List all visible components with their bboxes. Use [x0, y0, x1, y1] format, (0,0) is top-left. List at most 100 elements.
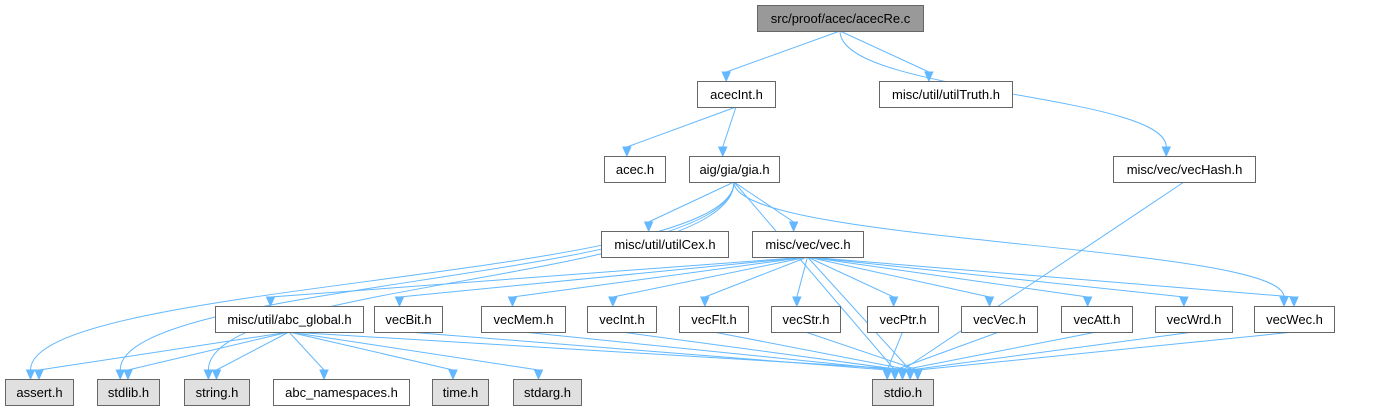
node-box — [757, 5, 924, 32]
node-utilCex[interactable]: misc/util/utilCex.h — [601, 231, 729, 258]
arrowhead-icon — [924, 71, 934, 83]
edge-vec-to-vecAtt — [807, 256, 1093, 308]
node-box — [961, 306, 1038, 333]
node-box — [215, 306, 364, 333]
arrowhead-icon — [717, 146, 728, 158]
arrowhead-icon — [265, 296, 276, 308]
edge-vec-to-vecWrd — [807, 256, 1189, 308]
edge-vec-to-vecWec — [807, 256, 1299, 308]
arrowhead-icon — [905, 369, 915, 381]
edge-abc-global-to-time — [288, 331, 458, 381]
edge-gia-to-vecWec — [733, 181, 1289, 308]
node-box — [604, 156, 666, 183]
edge-vecVec-to-stdio — [890, 331, 1000, 381]
node-box — [689, 156, 780, 183]
nodes: src/proof/acec/acecRe.c acecInt.h misc/uti… — [5, 5, 1335, 406]
node-box — [97, 379, 160, 406]
edge-vec-to-vecMem — [507, 256, 808, 308]
node-abc-namespaces[interactable]: abc_namespaces.h — [273, 379, 410, 406]
node-box — [1061, 306, 1133, 333]
arrowhead-icon — [533, 369, 544, 381]
node-box — [587, 306, 657, 333]
edge-abc-global-to-assert — [34, 331, 290, 381]
node-label: vecMem.h — [494, 312, 554, 327]
node-label: vecInt.h — [599, 312, 645, 327]
node-box — [872, 379, 934, 406]
node-stdio[interactable]: stdio.h — [872, 379, 934, 406]
node-vecVec[interactable]: vecVec.h — [961, 306, 1038, 333]
node-label: misc/vec/vecHash.h — [1127, 162, 1243, 177]
node-box — [273, 379, 410, 406]
edge-gia-to-stdio — [733, 181, 900, 381]
edge-gia-to-stdlib — [115, 181, 735, 381]
edge-acecInt-to-gia — [717, 106, 737, 158]
node-box — [679, 306, 749, 333]
arrowhead-icon — [34, 369, 44, 381]
node-string[interactable]: string.h — [184, 379, 250, 406]
arrowhead-icon — [115, 369, 126, 381]
edge-vec-to-abc-global — [265, 256, 808, 308]
node-root[interactable]: src/proof/acec/acecRe.c — [757, 5, 924, 32]
node-label: vecVec.h — [973, 312, 1026, 327]
edges — [25, 30, 1299, 381]
edge-root-to-acecInt — [721, 30, 841, 83]
node-vecPtr[interactable]: vecPtr.h — [867, 306, 939, 333]
node-gia[interactable]: aig/gia/gia.h — [689, 156, 780, 183]
edge-gia-to-string — [203, 181, 735, 381]
edge-abc-global-to-stdlib — [123, 331, 290, 381]
node-label: abc_namespaces.h — [285, 385, 398, 400]
arrowhead-icon — [788, 221, 799, 233]
node-vecWec[interactable]: vecWec.h — [1254, 306, 1335, 333]
node-label: vecWec.h — [1266, 312, 1323, 327]
arrowhead-icon — [882, 369, 893, 381]
arrowhead-icon — [203, 369, 214, 381]
node-vec[interactable]: misc/vec/vec.h — [752, 231, 864, 258]
arrowhead-icon — [1161, 146, 1172, 158]
node-vecBit[interactable]: vecBit.h — [374, 306, 443, 333]
node-box — [752, 231, 864, 258]
edge-vec-to-vecBit — [394, 256, 808, 308]
node-utilTruth[interactable]: misc/util/utilTruth.h — [879, 81, 1013, 108]
arrowhead-icon — [507, 296, 518, 308]
node-time[interactable]: time.h — [432, 379, 489, 406]
edge-vecPtr-to-stdio — [882, 331, 903, 381]
edge-vec-to-vecInt — [608, 256, 808, 308]
arrowhead-icon — [888, 296, 899, 308]
arrowhead-icon — [700, 296, 710, 308]
node-acec[interactable]: acec.h — [604, 156, 666, 183]
edge-vec-to-vecPtr — [807, 256, 899, 308]
node-label: vecFlt.h — [691, 312, 737, 327]
node-vecHash[interactable]: misc/vec/vecHash.h — [1113, 156, 1256, 183]
node-vecMem[interactable]: vecMem.h — [481, 306, 566, 333]
node-label: misc/util/utilTruth.h — [892, 87, 1000, 102]
node-label: vecStr.h — [783, 312, 830, 327]
node-vecStr[interactable]: vecStr.h — [771, 306, 841, 333]
node-box — [879, 81, 1013, 108]
node-box — [513, 379, 582, 406]
node-label: misc/vec/vec.h — [765, 237, 850, 252]
node-label: misc/util/utilCex.h — [614, 237, 715, 252]
node-vecWrd[interactable]: vecWrd.h — [1155, 306, 1233, 333]
node-label: stdio.h — [884, 385, 922, 400]
edge-vec-to-vecStr — [792, 256, 808, 308]
node-box — [601, 231, 729, 258]
node-vecInt[interactable]: vecInt.h — [587, 306, 657, 333]
arrowhead-icon — [448, 369, 458, 381]
node-stdarg[interactable]: stdarg.h — [513, 379, 582, 406]
node-box — [1113, 156, 1256, 183]
arrowhead-icon — [319, 369, 329, 381]
node-box — [697, 81, 776, 108]
node-label: stdarg.h — [524, 385, 571, 400]
edge-vecInt-to-stdio — [621, 331, 908, 381]
node-vecAtt[interactable]: vecAtt.h — [1061, 306, 1133, 333]
edge-gia-to-assert — [25, 181, 735, 381]
node-label: vecAtt.h — [1074, 312, 1121, 327]
node-vecFlt[interactable]: vecFlt.h — [679, 306, 749, 333]
node-acecInt[interactable]: acecInt.h — [697, 81, 776, 108]
arrowhead-icon — [1279, 296, 1289, 308]
edge-vecMem-to-stdio — [522, 331, 900, 381]
node-abc-global[interactable]: misc/util/abc_global.h — [215, 306, 364, 333]
node-stdlib[interactable]: stdlib.h — [97, 379, 160, 406]
arrowhead-icon — [123, 369, 133, 381]
node-assert[interactable]: assert.h — [5, 379, 74, 406]
